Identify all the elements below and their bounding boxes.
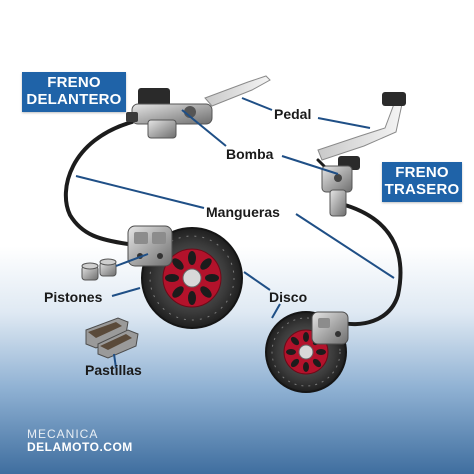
rear-brake-badge-line2: TRASERO (384, 181, 460, 198)
label-mangueras: Mangueras (206, 204, 280, 220)
rear-pedal (317, 92, 406, 161)
rear-hose (336, 203, 403, 327)
front-brake-badge: FRENO DELANTERO (22, 72, 126, 112)
label-pedal: Pedal (274, 106, 312, 122)
front-brake-badge-line1: FRENO (47, 74, 101, 91)
front-brake-badge-line2: DELANTERO (26, 91, 122, 108)
label-disco: Disco (269, 289, 308, 305)
label-pistones: Pistones (44, 289, 103, 305)
brake-pads (85, 317, 139, 359)
watermark-line2: DELAMOTO.COM (27, 440, 133, 454)
front-caliper (127, 225, 173, 267)
rear-brake-badge: FRENO TRASERO (382, 162, 462, 202)
pistons (81, 258, 117, 281)
label-pastillas: Pastillas (85, 362, 142, 378)
front-lever (204, 75, 271, 107)
front-master-cylinder (126, 75, 271, 139)
rear-brake-badge-line1: FRENO (395, 164, 449, 181)
leader-lines (75, 97, 395, 369)
rear-master-cylinder (321, 156, 360, 217)
front-hose (63, 120, 134, 246)
watermark: MECANICA DELAMOTO.COM (27, 428, 133, 454)
watermark-line1: MECANICA (27, 427, 99, 441)
label-bomba: Bomba (226, 146, 274, 162)
rear-caliper (311, 311, 349, 345)
